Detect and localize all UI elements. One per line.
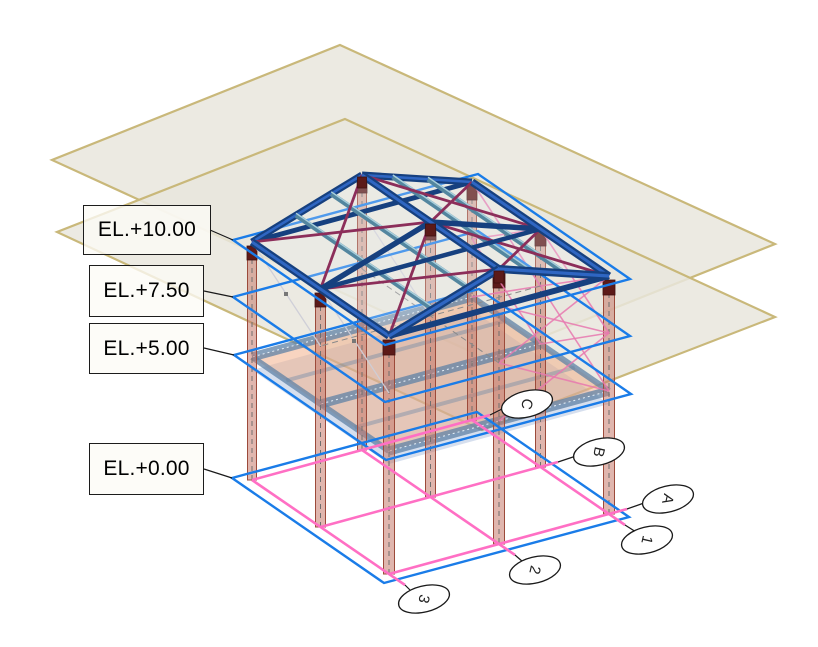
grid-bubble-label: 1 [637, 534, 655, 546]
ground-grid[interactable] [251, 413, 628, 587]
column-3c[interactable] [246, 245, 258, 481]
roof-structure[interactable] [249, 171, 612, 340]
turnbuckle [284, 292, 288, 296]
roof-truss-a [386, 265, 610, 340]
elevation-label-el-plus-0-00[interactable]: EL.+0.00 [89, 443, 204, 495]
column-1a[interactable] [602, 279, 616, 515]
grid-bubble-label: C [517, 397, 536, 412]
grid-bubble-label: 3 [414, 593, 432, 605]
roof-truss-b [319, 219, 542, 292]
grid-plane-el0[interactable] [229, 410, 632, 585]
grid-bubble-label: B [589, 445, 608, 459]
roof-eave-beams [249, 178, 612, 340]
roof-ridge-beam [359, 171, 502, 273]
turnbuckle [352, 339, 356, 343]
grid-bubble-3[interactable]: 3 [396, 580, 453, 618]
elevation-label-text: EL.+0.00 [103, 457, 190, 480]
grid-bubble-label: A [658, 492, 677, 506]
elevation-label-text: EL.+7.50 [103, 279, 190, 302]
grid-bubble-c[interactable]: C [499, 385, 556, 423]
grid-plane-el75[interactable] [230, 229, 633, 404]
ridge-column-caps [357, 176, 505, 284]
grid-bubbles: C B A 1 2 3 [396, 385, 697, 618]
hidden-grid-dashes [320, 268, 541, 364]
elevation-label-el-plus-7-50[interactable]: EL.+7.50 [89, 265, 204, 317]
elevation-label-el-plus-10-00[interactable]: EL.+10.00 [83, 205, 211, 255]
grid-bubble-a[interactable]: A [640, 480, 697, 518]
elevation-label-text: EL.+5.00 [103, 336, 190, 360]
elevation-label-el-plus-5-00[interactable]: EL.+5.00 [89, 323, 204, 374]
column-3b[interactable] [314, 292, 327, 528]
grid-bubble-1[interactable]: 1 [619, 521, 676, 559]
grid-bubble-label: 2 [525, 564, 543, 576]
grid-bubble-b[interactable]: B [571, 433, 628, 471]
grid-bubble-2[interactable]: 2 [507, 551, 564, 589]
elevation-label-text: EL.+10.00 [97, 218, 197, 241]
roof-rod-bracing [251, 173, 610, 337]
